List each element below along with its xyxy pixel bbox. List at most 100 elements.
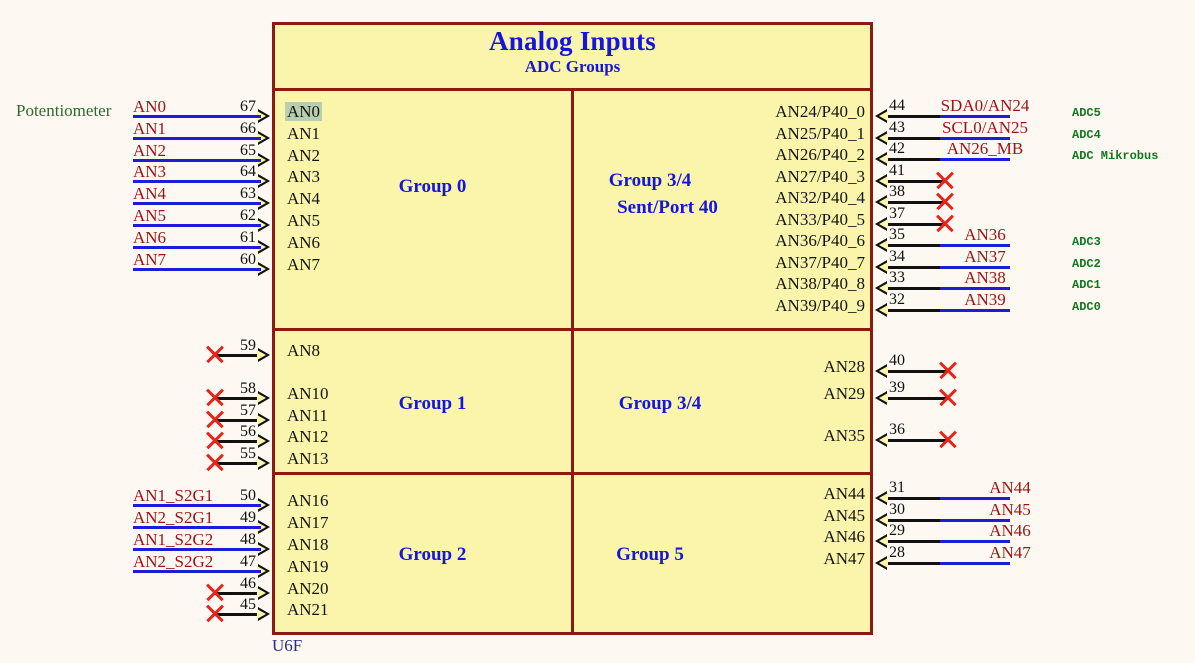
- pin-label-AN13: AN13: [287, 450, 329, 468]
- arrow-AN7: [257, 261, 270, 276]
- pin-label-AN17: AN17: [287, 514, 329, 532]
- wire-blue-AN3: [133, 180, 261, 184]
- adc-note-AN38/P40_8: ADC1: [1072, 278, 1101, 292]
- arrow-AN24/P40_0: [875, 109, 888, 123]
- pin-label-AN16: AN16: [287, 492, 329, 510]
- pin-number-49: 49: [240, 509, 256, 526]
- wire-blue-SDA0/AN24: [940, 115, 1010, 118]
- pin-number-30: 30: [889, 500, 905, 518]
- net-name-AN6: AN6: [133, 227, 167, 247]
- no-connect-AN27/P40_3: [934, 169, 956, 191]
- wire-AN20: [215, 592, 258, 595]
- group-caption-5: Group 5: [616, 544, 684, 565]
- net-name-AN37: AN37: [964, 246, 1006, 266]
- pin-number-66: 66: [240, 119, 256, 137]
- pin-number-36: 36: [889, 421, 905, 438]
- pin-label-AN26/P40_2: AN26/P40_2: [775, 145, 865, 164]
- pin-number-43: 43: [889, 118, 905, 136]
- net-name-SCL0/AN25: SCL0/AN25: [942, 117, 1028, 137]
- pin-label-text: AN12: [287, 427, 329, 446]
- wire-AN24/P40_0: [887, 115, 975, 118]
- arrow-AN3: [257, 174, 270, 189]
- pin-label-text: AN2: [287, 145, 321, 165]
- pin-number-46: 46: [240, 575, 256, 592]
- pin-label-AN8: AN8: [287, 342, 320, 360]
- wire-blue-AN2_S2G2: [133, 570, 261, 573]
- arrow-AN32/P40_4: [875, 195, 888, 209]
- pin-label-text: AN8: [287, 341, 321, 360]
- arrow-AN25/P40_1: [875, 130, 888, 145]
- net-name-AN2: AN2: [133, 140, 167, 160]
- pin-label-AN7: AN7: [287, 255, 320, 274]
- pin-number-64: 64: [240, 163, 256, 181]
- net-name-AN47: AN47: [989, 542, 1031, 562]
- pin-number-59: 59: [240, 337, 256, 354]
- wire-AN21: [215, 613, 258, 616]
- arrow-AN6: [257, 239, 270, 254]
- arrow-AN21: [257, 607, 270, 621]
- wire-AN11: [215, 418, 258, 422]
- adc-note-AN36/P40_6: ADC3: [1072, 235, 1101, 249]
- net-name-AN38: AN38: [964, 268, 1006, 287]
- arrow-AN39/P40_9: [875, 302, 888, 317]
- net-name-AN44: AN44: [989, 478, 1031, 497]
- pin-label-AN1: AN1: [287, 124, 320, 143]
- pin-number-33: 33: [889, 269, 905, 286]
- pin-label-text: AN10: [287, 384, 329, 403]
- pin-number-41: 41: [889, 161, 905, 179]
- group-caption-1: Group 1: [398, 393, 467, 414]
- pin-label-AN18: AN18: [287, 536, 329, 554]
- wire-blue-AN1: [133, 136, 261, 140]
- pin-label-text: AN17: [287, 513, 329, 532]
- arrow-AN44: [875, 491, 888, 505]
- wire-AN27/P40_3: [887, 179, 945, 183]
- reference-designator: U6F: [272, 636, 303, 655]
- no-connect-AN32/P40_4: [934, 190, 956, 212]
- pin-label-AN20: AN20: [287, 580, 329, 598]
- pin-number-39: 39: [889, 379, 905, 396]
- adc-note-AN26/P40_2: ADC Mikrobus: [1072, 149, 1159, 163]
- pin-label-text: AN18: [287, 535, 329, 554]
- pin-number-38: 38: [889, 183, 905, 200]
- wire-blue-SCL0/AN25: [940, 136, 1010, 140]
- arrow-AN33/P40_5: [875, 216, 888, 231]
- net-name-SDA0/AN24: SDA0/AN24: [940, 96, 1030, 115]
- net-name-AN3: AN3: [133, 162, 167, 182]
- net-name-AN39: AN39: [964, 289, 1006, 309]
- pin-number-63: 63: [240, 185, 256, 203]
- arrow-AN38/P40_8: [875, 281, 888, 295]
- pin-label-AN45: AN45: [823, 505, 865, 525]
- pin-number-56: 56: [240, 423, 256, 440]
- pin-label-AN3: AN3: [287, 168, 320, 186]
- pin-label-AN11: AN11: [287, 406, 328, 425]
- pin-label-AN6: AN6: [287, 232, 321, 252]
- pin-number-47: 47: [240, 553, 256, 570]
- arrow-AN37/P40_7: [875, 259, 888, 274]
- wire-AN13: [215, 462, 258, 465]
- wire-AN8: [215, 354, 258, 357]
- pin-label-text: AN6: [287, 232, 321, 252]
- group-caption-34-mid: Group 3/4: [618, 393, 702, 414]
- wire-AN39/P40_9: [887, 308, 975, 312]
- wire-AN36/P40_6: [887, 244, 975, 247]
- pin-number-40: 40: [889, 352, 905, 369]
- net-name-AN0: AN0: [133, 97, 167, 116]
- pin-number-65: 65: [240, 141, 256, 159]
- arrow-AN45: [875, 512, 888, 527]
- wire-blue-AN4: [133, 202, 261, 206]
- no-connect-AN8: [204, 343, 226, 365]
- pin-number-60: 60: [240, 250, 256, 268]
- wire-blue-AN38: [940, 287, 1010, 290]
- arrow-AN8: [257, 348, 270, 362]
- net-name-AN26_MB: AN26_MB: [946, 139, 1024, 158]
- net-name-AN1: AN1: [133, 118, 167, 138]
- no-connect-AN13: [204, 451, 226, 473]
- adc-note-AN24/P40_0: ADC5: [1072, 106, 1101, 120]
- wire-blue-AN7: [133, 267, 261, 271]
- pin-label-AN46: AN46: [823, 527, 865, 546]
- wire-blue-AN26_MB: [940, 158, 1010, 161]
- wire-AN26/P40_2: [887, 158, 975, 161]
- no-connect-AN21: [204, 602, 226, 624]
